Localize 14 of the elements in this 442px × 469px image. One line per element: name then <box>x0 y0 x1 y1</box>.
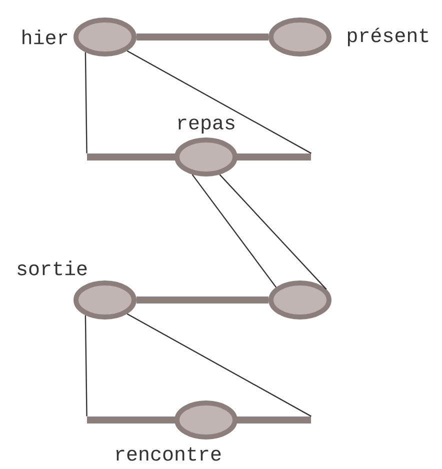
connector-line <box>126 313 312 417</box>
connector-line <box>126 50 312 154</box>
node-label: rencontre <box>116 447 221 461</box>
ellipse-node <box>268 280 332 320</box>
node-label: repas <box>178 118 234 134</box>
node-label: hier <box>22 30 67 44</box>
node-label: sortie <box>18 260 87 276</box>
connector-bar <box>136 34 268 40</box>
connector-line <box>84 315 88 416</box>
connector-line <box>84 52 88 154</box>
connector-line <box>192 174 277 288</box>
node-label: présent <box>348 28 428 46</box>
connector-line <box>219 174 327 290</box>
connector-bar <box>136 296 268 304</box>
